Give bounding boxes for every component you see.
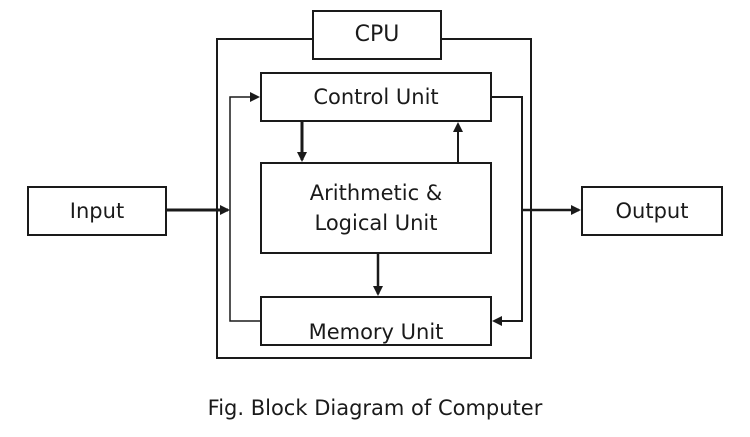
output-label: Output: [615, 198, 689, 223]
input-box: Input: [27, 186, 167, 236]
alu-label-line1: Arithmetic &: [309, 180, 443, 205]
alu-box: Arithmetic & Logical Unit: [260, 162, 492, 254]
output-box: Output: [581, 186, 723, 236]
memory-unit-label: Memory Unit: [308, 319, 444, 344]
control-unit-box: Control Unit: [260, 72, 492, 122]
figure-caption: Fig. Block Diagram of Computer: [207, 396, 543, 420]
alu-label-line2: Logical Unit: [314, 211, 438, 235]
cpu-label: CPU: [354, 22, 400, 48]
cpu-label-box: CPU: [312, 10, 442, 60]
memory-unit-box: Memory Unit: [260, 296, 492, 346]
control-unit-label: Control Unit: [313, 84, 439, 109]
input-label: Input: [69, 198, 125, 223]
